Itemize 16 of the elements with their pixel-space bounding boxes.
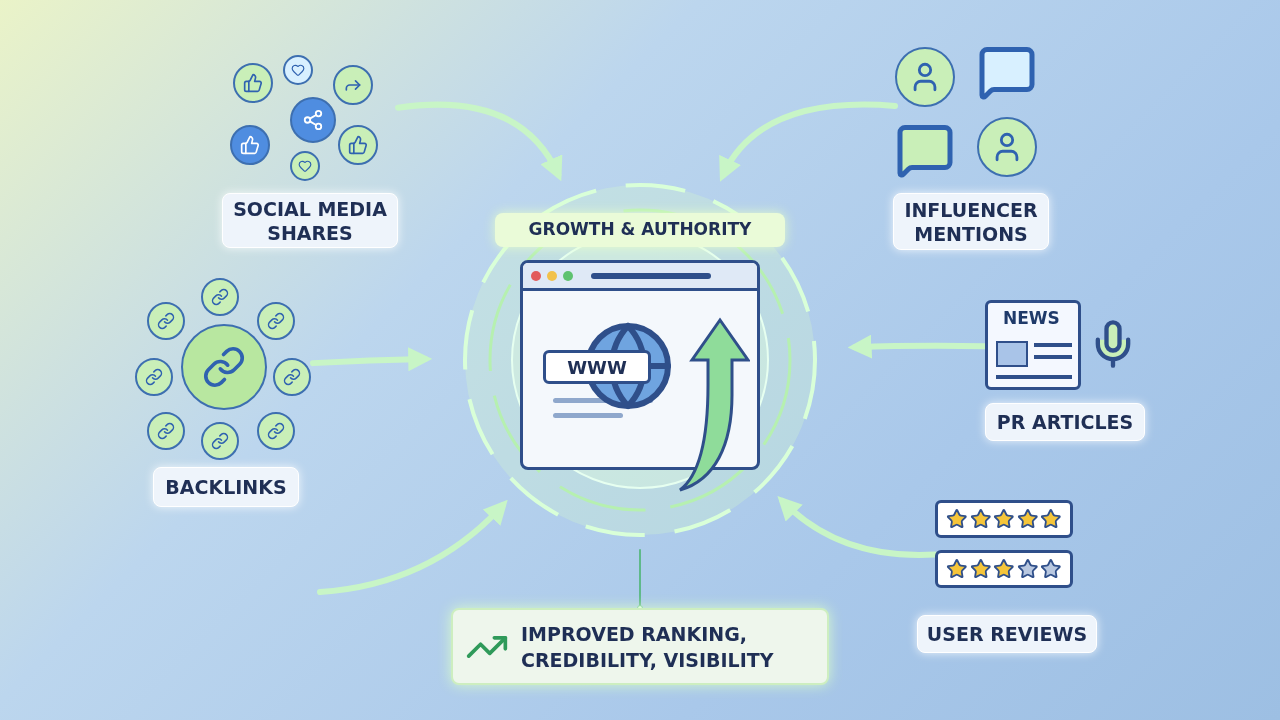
arrow <box>310 347 433 372</box>
result-box <box>451 608 829 685</box>
arrow <box>317 500 508 595</box>
label-box: PR ARTICLES <box>985 403 1145 441</box>
news-heading: NEWS <box>1003 307 1060 330</box>
label-box: SOCIAL MEDIA SHARES <box>222 193 398 248</box>
result-text: IMPROVED RANKING, CREDIBILITY, VISIBILITY <box>521 621 775 673</box>
arrow <box>719 101 898 182</box>
www-tag: WWW <box>543 350 651 384</box>
title-pill: GROWTH & AUTHORITY <box>495 213 785 247</box>
arrow <box>395 101 562 181</box>
arrow <box>777 496 938 559</box>
label-box: BACKLINKS <box>153 467 299 507</box>
label-box: INFLUENCER MENTIONS <box>893 193 1049 250</box>
link-icons-drawing <box>135 278 313 458</box>
label-box: USER REVIEWS <box>917 615 1097 653</box>
